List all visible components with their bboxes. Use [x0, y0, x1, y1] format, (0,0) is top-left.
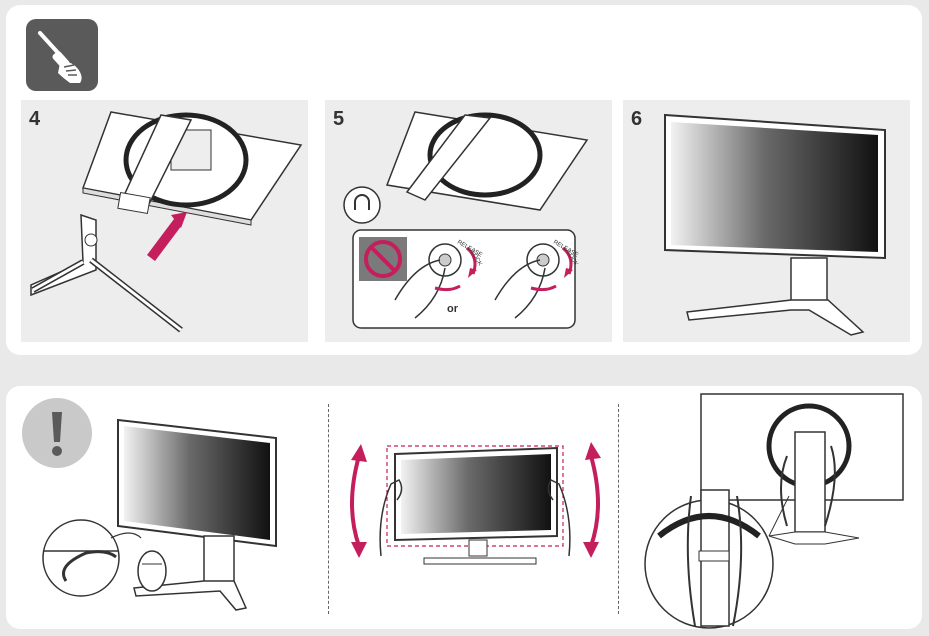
lock-icon: [343, 186, 381, 224]
step-6-panel: 6: [623, 100, 910, 342]
cable-management-scene: [42, 418, 277, 611]
caution-card: [6, 386, 922, 629]
screwdriver-hand-icon: [26, 19, 98, 91]
step-5-panel: 5: [325, 100, 612, 342]
attach-base-illustration: [30, 111, 303, 333]
cable-holder-scene: [644, 393, 904, 629]
section-divider: [618, 404, 619, 614]
step-number: 6: [631, 108, 643, 130]
prohibited-tool-icon: [359, 237, 407, 281]
exclamation-icon: [22, 398, 92, 468]
step-4-panel: 4: [21, 100, 308, 342]
upright-monitor-illustration: [664, 113, 886, 336]
or-label: or: [447, 303, 459, 315]
height-adjust-scene: [350, 442, 601, 565]
section-divider: [328, 404, 329, 614]
tighten-screw-illustration: RELEASE LOCK RELEASE LOCK or: [343, 111, 589, 329]
assembly-steps-card: 4 5: [6, 5, 922, 355]
step-number: 5: [333, 108, 345, 130]
step-number: 4: [29, 108, 41, 130]
